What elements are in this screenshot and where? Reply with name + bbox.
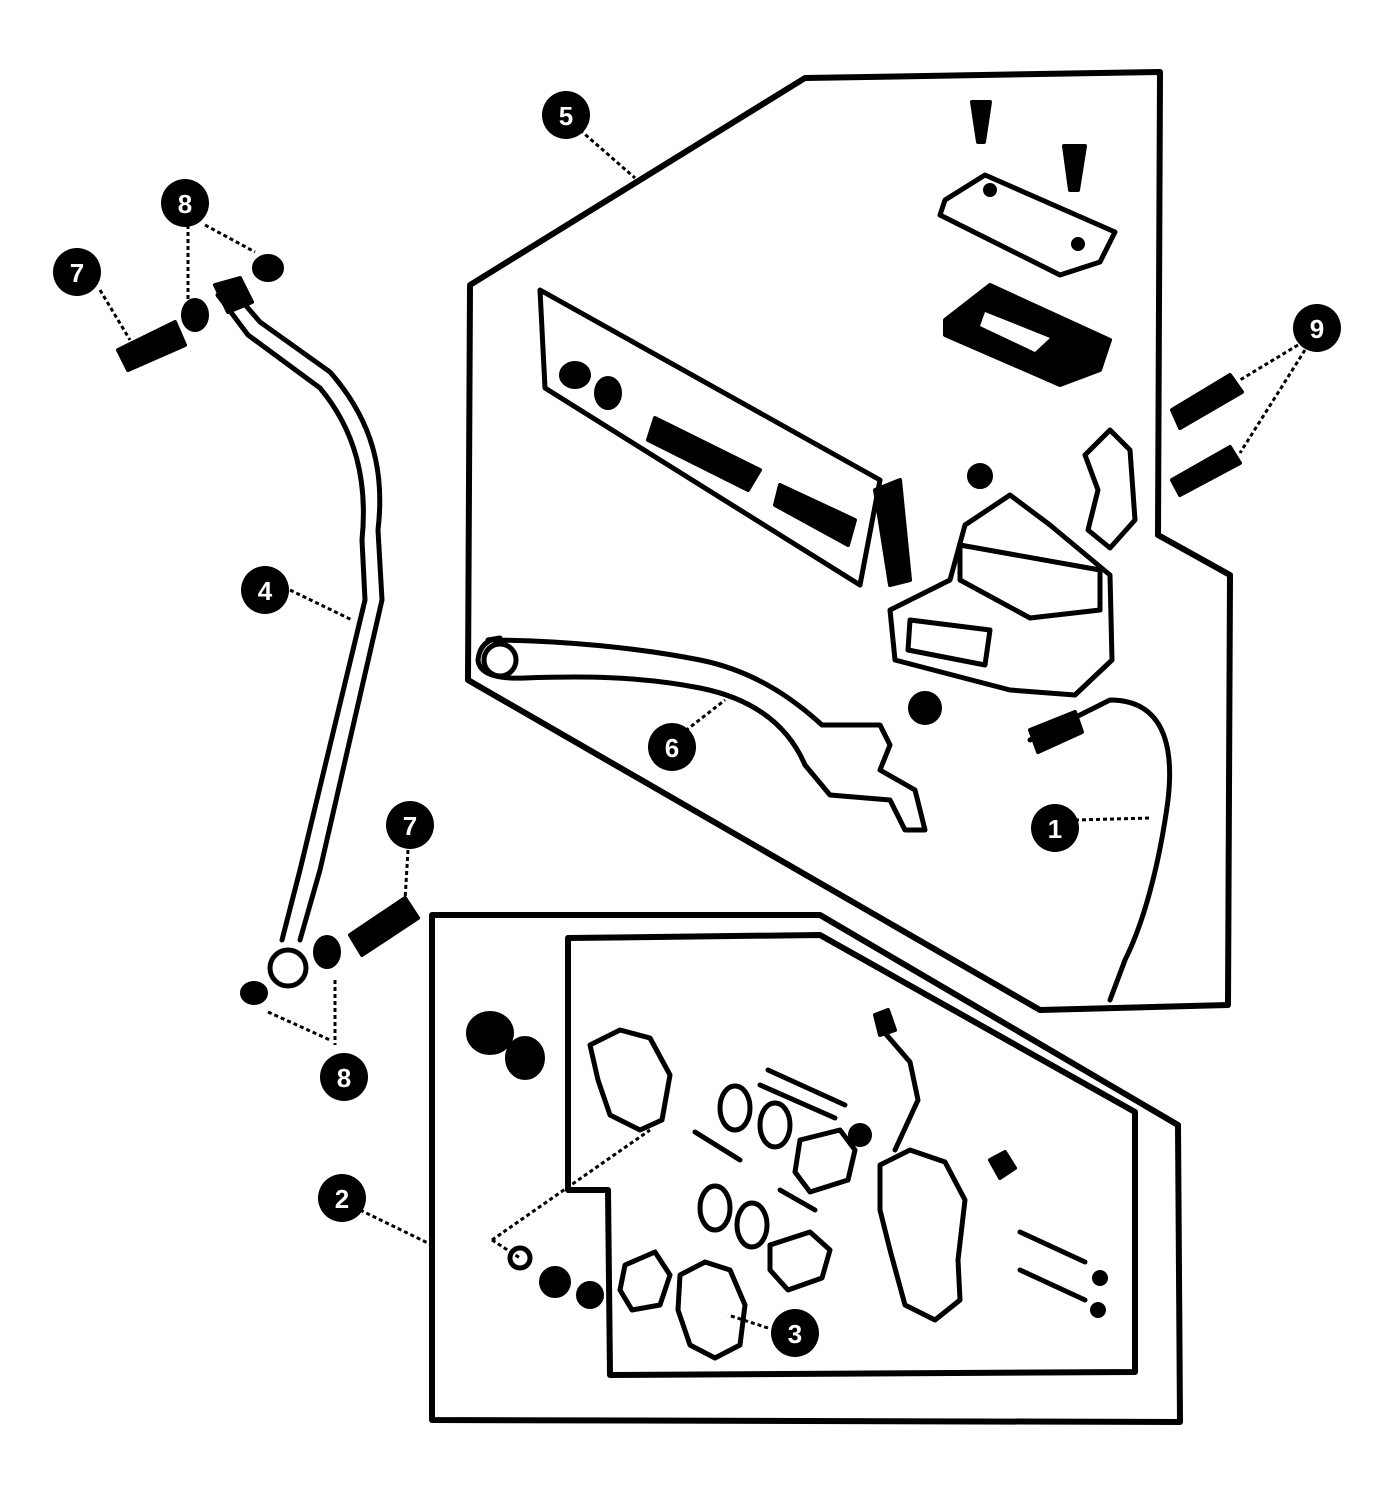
brake-lever	[475, 635, 928, 833]
master-cylinder-panel-outline	[465, 69, 1233, 1013]
switch-bolt-set	[1170, 373, 1244, 497]
upper-banjo-bolt-set	[116, 254, 284, 372]
caliper-parts	[466, 1008, 1108, 1361]
brake-hose	[225, 282, 385, 943]
callout-1-label: 1	[1048, 814, 1062, 844]
callout-7-bottom-label: 7	[403, 811, 417, 841]
callout-4: 4	[241, 566, 289, 614]
master-cylinder-parts	[537, 100, 1138, 725]
callout-4-label: 4	[258, 576, 273, 606]
callout-6: 6	[648, 723, 696, 771]
callout-6-label: 6	[665, 733, 679, 763]
callout-7-bottom: 7	[386, 801, 434, 849]
callout-8-bottom-label: 8	[337, 1063, 351, 1093]
callout-8-top-label: 8	[178, 189, 192, 219]
callout-5: 5	[542, 91, 590, 139]
brake-switch-wire	[1027, 697, 1173, 1003]
callout-7-top: 7	[53, 248, 101, 296]
lower-banjo-bolt-set	[240, 896, 420, 1005]
callout-1: 1	[1031, 804, 1079, 852]
callout-8-top: 8	[161, 179, 209, 227]
callout-9: 9	[1293, 304, 1341, 352]
callout-2: 2	[318, 1174, 366, 1222]
caliper-panel-outline	[429, 912, 1183, 1425]
caliper-inner-panel-outline	[565, 932, 1138, 1378]
leader-lines	[98, 128, 1307, 1330]
callout-9-label: 9	[1310, 314, 1324, 344]
lever-pivot-hole	[481, 641, 519, 679]
hose-banjo-bottom	[267, 947, 309, 989]
callout-3-label: 3	[788, 1319, 802, 1349]
callout-8-bottom: 8	[320, 1053, 368, 1101]
callout-3: 3	[771, 1309, 819, 1357]
callout-7-top-label: 7	[70, 258, 84, 288]
caliper-piston-boot	[675, 1259, 748, 1361]
callout-5-label: 5	[559, 101, 573, 131]
callout-2-label: 2	[335, 1184, 349, 1214]
